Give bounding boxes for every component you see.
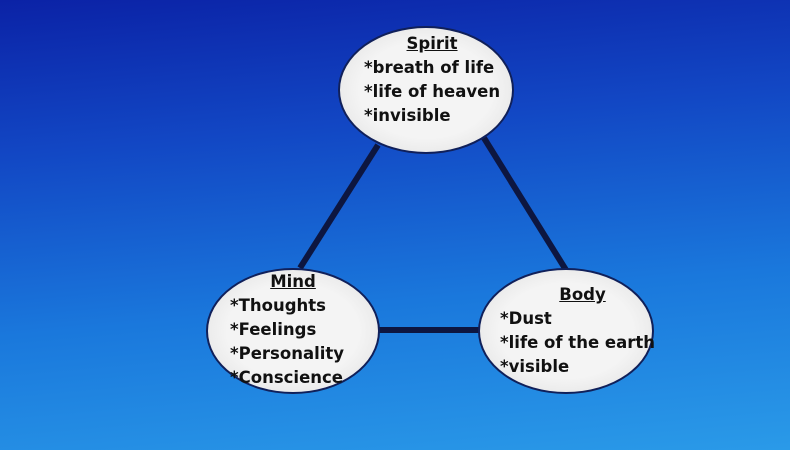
mind-title: Mind [270, 272, 316, 291]
connector-spirit-body [481, 136, 569, 272]
mind-item: *Personality [230, 344, 345, 363]
body-item: *life of the earth [500, 333, 655, 352]
mind-item: *Feelings [230, 320, 317, 339]
spirit-item: *invisible [364, 106, 451, 125]
spirit-node [338, 26, 514, 154]
mind-text: Mind *Thoughts *Feelings *Personality *C… [230, 270, 344, 390]
spirit-item: *breath of life [364, 58, 495, 77]
mind-node [206, 268, 380, 394]
body-item: *Dust [500, 309, 552, 328]
body-item: *visible [500, 357, 570, 376]
body-node [478, 268, 654, 394]
spirit-item: *life of heaven [364, 82, 501, 101]
mind-item: *Thoughts [230, 296, 326, 315]
mind-item: *Conscience [230, 368, 343, 387]
spirit-text: Spirit *breath of life *life of heaven *… [364, 32, 500, 128]
spirit-title: Spirit [406, 34, 458, 53]
body-text: Body *Dust *life of the earth *visible [500, 283, 655, 379]
connector-spirit-mind [297, 143, 381, 270]
body-title: Body [559, 285, 606, 304]
